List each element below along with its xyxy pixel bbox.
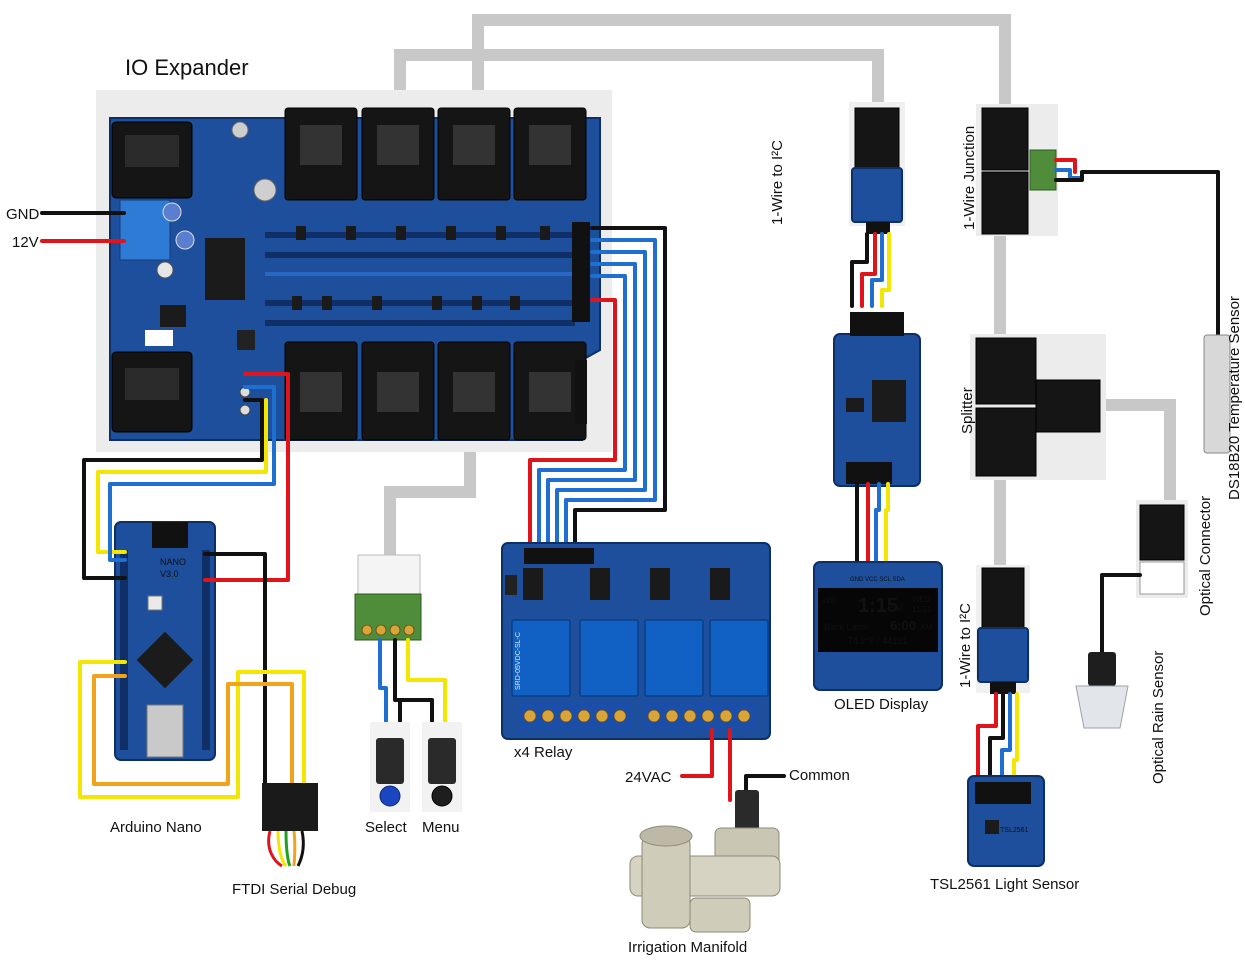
io-expander-header (572, 222, 590, 322)
select-button[interactable] (370, 722, 410, 812)
oled-pin-labels: GND VCC SCL SDA (850, 577, 905, 583)
nano-model-text: NANO (160, 557, 186, 567)
gray-cable-bus (384, 14, 1176, 565)
valve-wires (680, 728, 786, 802)
label-optical-connector: Optical Connector (1197, 496, 1214, 616)
oled-reading: 74.2°F / 44231 (848, 636, 907, 646)
tsl-chip-text: TSL2561 (1000, 827, 1029, 834)
optical-rain-sensor (1075, 652, 1129, 729)
ic-chip (205, 238, 245, 300)
diagram-labels: IO Expander GND 12V Arduino Nano FTDI Se… (6, 55, 1243, 956)
label-io-expander: IO Expander (125, 55, 249, 80)
label-ftdi: FTDI Serial Debug (232, 881, 356, 898)
nano-pin-headers (120, 550, 210, 750)
relay-rating-1: SRD-05VDC-SL-C (515, 632, 522, 690)
rtc-board (833, 312, 921, 487)
label-common: Common (789, 767, 850, 784)
oled-time: 1:15 (858, 595, 898, 617)
label-gnd: GND (6, 206, 40, 223)
i2c-top-wires (850, 232, 891, 308)
oled-screen (818, 588, 938, 652)
onewire-i2c-top (849, 102, 905, 234)
label-manifold: Irrigation Manifold (628, 939, 747, 956)
oled-version: v10 (822, 596, 835, 605)
relay-board: SRD-05VDC-SL-C (501, 542, 771, 740)
component-rows (265, 232, 575, 326)
power-wires (40, 211, 126, 243)
splitter (970, 334, 1106, 480)
ds18b20-wires (1054, 158, 1220, 337)
tsl-wires (976, 692, 1019, 782)
irrigation-manifold (629, 790, 781, 933)
label-select: Select (365, 819, 408, 836)
label-onewire-junction: 1-Wire Junction (961, 126, 978, 230)
label-menu: Menu (422, 819, 460, 836)
oled-wires (855, 482, 890, 566)
ftdi-loop-wires (78, 660, 306, 799)
ftdi-header (262, 783, 318, 868)
label-arduino-nano: Arduino Nano (110, 819, 202, 836)
rj-jacks-top-row (284, 107, 587, 201)
oled-zone: Back Lawn (824, 622, 868, 632)
menu-button[interactable] (422, 722, 462, 812)
relay-ribbon-wires (528, 226, 667, 554)
onewire-i2c-bottom (976, 565, 1030, 694)
nano-usb-port (146, 704, 184, 758)
label-relay: x4 Relay (514, 744, 573, 761)
optical-connector (1136, 500, 1188, 598)
label-onewire-i2c-top: 1-Wire to I²C (769, 140, 786, 225)
label-optical-rain-sensor: Optical Rain Sensor (1150, 651, 1167, 784)
relay-terminals (520, 702, 756, 730)
arduino-nano: NANO V3.0 (114, 521, 216, 761)
label-splitter: Splitter (959, 387, 976, 434)
oled-date: 11/21 (912, 605, 932, 614)
oled-ampm: PM (887, 602, 904, 614)
label-onewire-i2c-bottom: 1-Wire to I²C (957, 603, 974, 688)
label-ds18b20: DS18B20 Temperature Sensor (1226, 296, 1243, 500)
optical-cable (1100, 573, 1142, 657)
oled-next-time: 6:00 (890, 618, 916, 633)
label-12v: 12V (12, 234, 39, 251)
button-junction (354, 554, 422, 641)
onewire-junction (976, 104, 1058, 236)
oled-next-ampm: AM (920, 623, 932, 632)
ds18b20-probe (1203, 334, 1231, 454)
rj-jacks-bottom-row (284, 341, 587, 441)
nano-version-text: V3.0 (160, 569, 179, 579)
io-expander-board (96, 90, 612, 452)
oled-day: WED (912, 595, 931, 604)
nano-expander-wires (82, 372, 290, 786)
relay-coils (511, 619, 769, 697)
label-oled: OLED Display (834, 696, 929, 713)
label-24vac: 24VAC (625, 769, 672, 786)
oled-display: GND VCC SCL SDA v10 1:15 PM WED 11/21 Ba… (813, 561, 943, 691)
label-tsl2561: TSL2561 Light Sensor (930, 876, 1079, 893)
tsl2561-board: TSL2561 (967, 775, 1045, 867)
